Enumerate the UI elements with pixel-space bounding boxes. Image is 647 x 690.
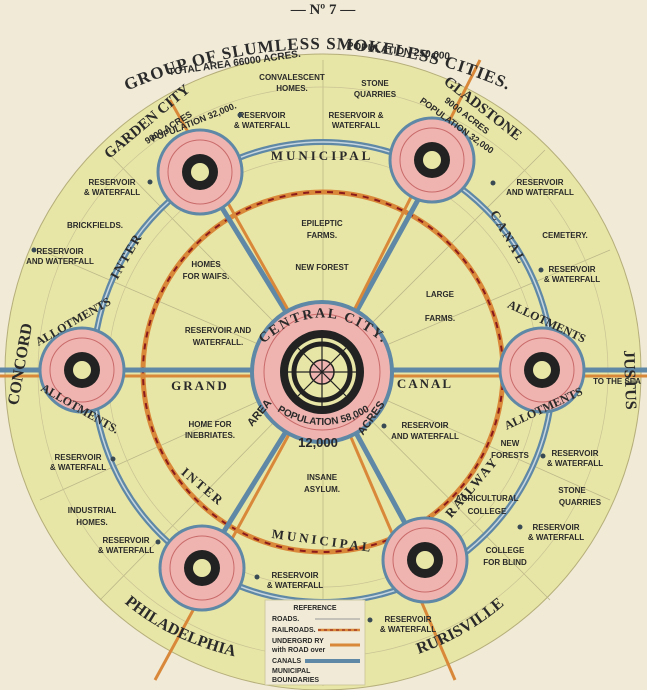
legend-canals: CANALS (272, 658, 301, 665)
label-to-sea: TO THE SEA (593, 377, 641, 386)
label-res-13: RESERVOIR& WATERFALL (380, 615, 436, 634)
legend-roads: ROADS. (272, 616, 299, 623)
legend-railroads: RAILROADS. (272, 627, 316, 634)
label-canal-center: CANAL (397, 376, 453, 391)
label-res-8: RESERVOIR& WATERFALL (547, 449, 603, 468)
label-res-9: RESERVOIR& WATERFALL (50, 453, 106, 472)
central-city (250, 300, 394, 444)
satellite-city-justus (498, 326, 586, 414)
satellite-city-rurisville (381, 516, 469, 604)
label-res-6: RESERVOIR& WATERFALL (544, 265, 600, 284)
label-res-11: RESERVOIR& WATERFALL (98, 536, 154, 555)
legend-heading: REFERENCE (293, 605, 337, 612)
satellite-city-concord (38, 326, 126, 414)
label-grand: GRAND (171, 378, 229, 393)
label-res-3: RESERVOIR& WATERFALL (84, 178, 140, 197)
satellite-city-philadelphia (158, 524, 246, 612)
label-cemetery: CEMETERY. (542, 231, 588, 240)
label-res-1: RESERVOIR& WATERFALL (234, 111, 290, 130)
label-central-area-num: 12,000 (298, 435, 338, 450)
label-municipal-top: MUNICIPAL (271, 148, 374, 163)
plate-number: — Nº 7 — (290, 2, 357, 18)
label-brickfields: BRICKFIELDS. (67, 221, 123, 230)
label-new-forest: NEW FOREST (295, 263, 348, 272)
satellite-city-gladstone (388, 116, 476, 204)
satellite-city-garden (156, 128, 244, 216)
label-justus: JUSTUS (620, 350, 639, 410)
label-res-10: RESERVOIR& WATERFALL (528, 523, 584, 542)
reservoir-dots (31, 112, 546, 623)
label-res-12: RESERVOIR& WATERFALL (267, 571, 323, 590)
label-res-2: RESERVOIR &WATERFALL (329, 111, 384, 130)
